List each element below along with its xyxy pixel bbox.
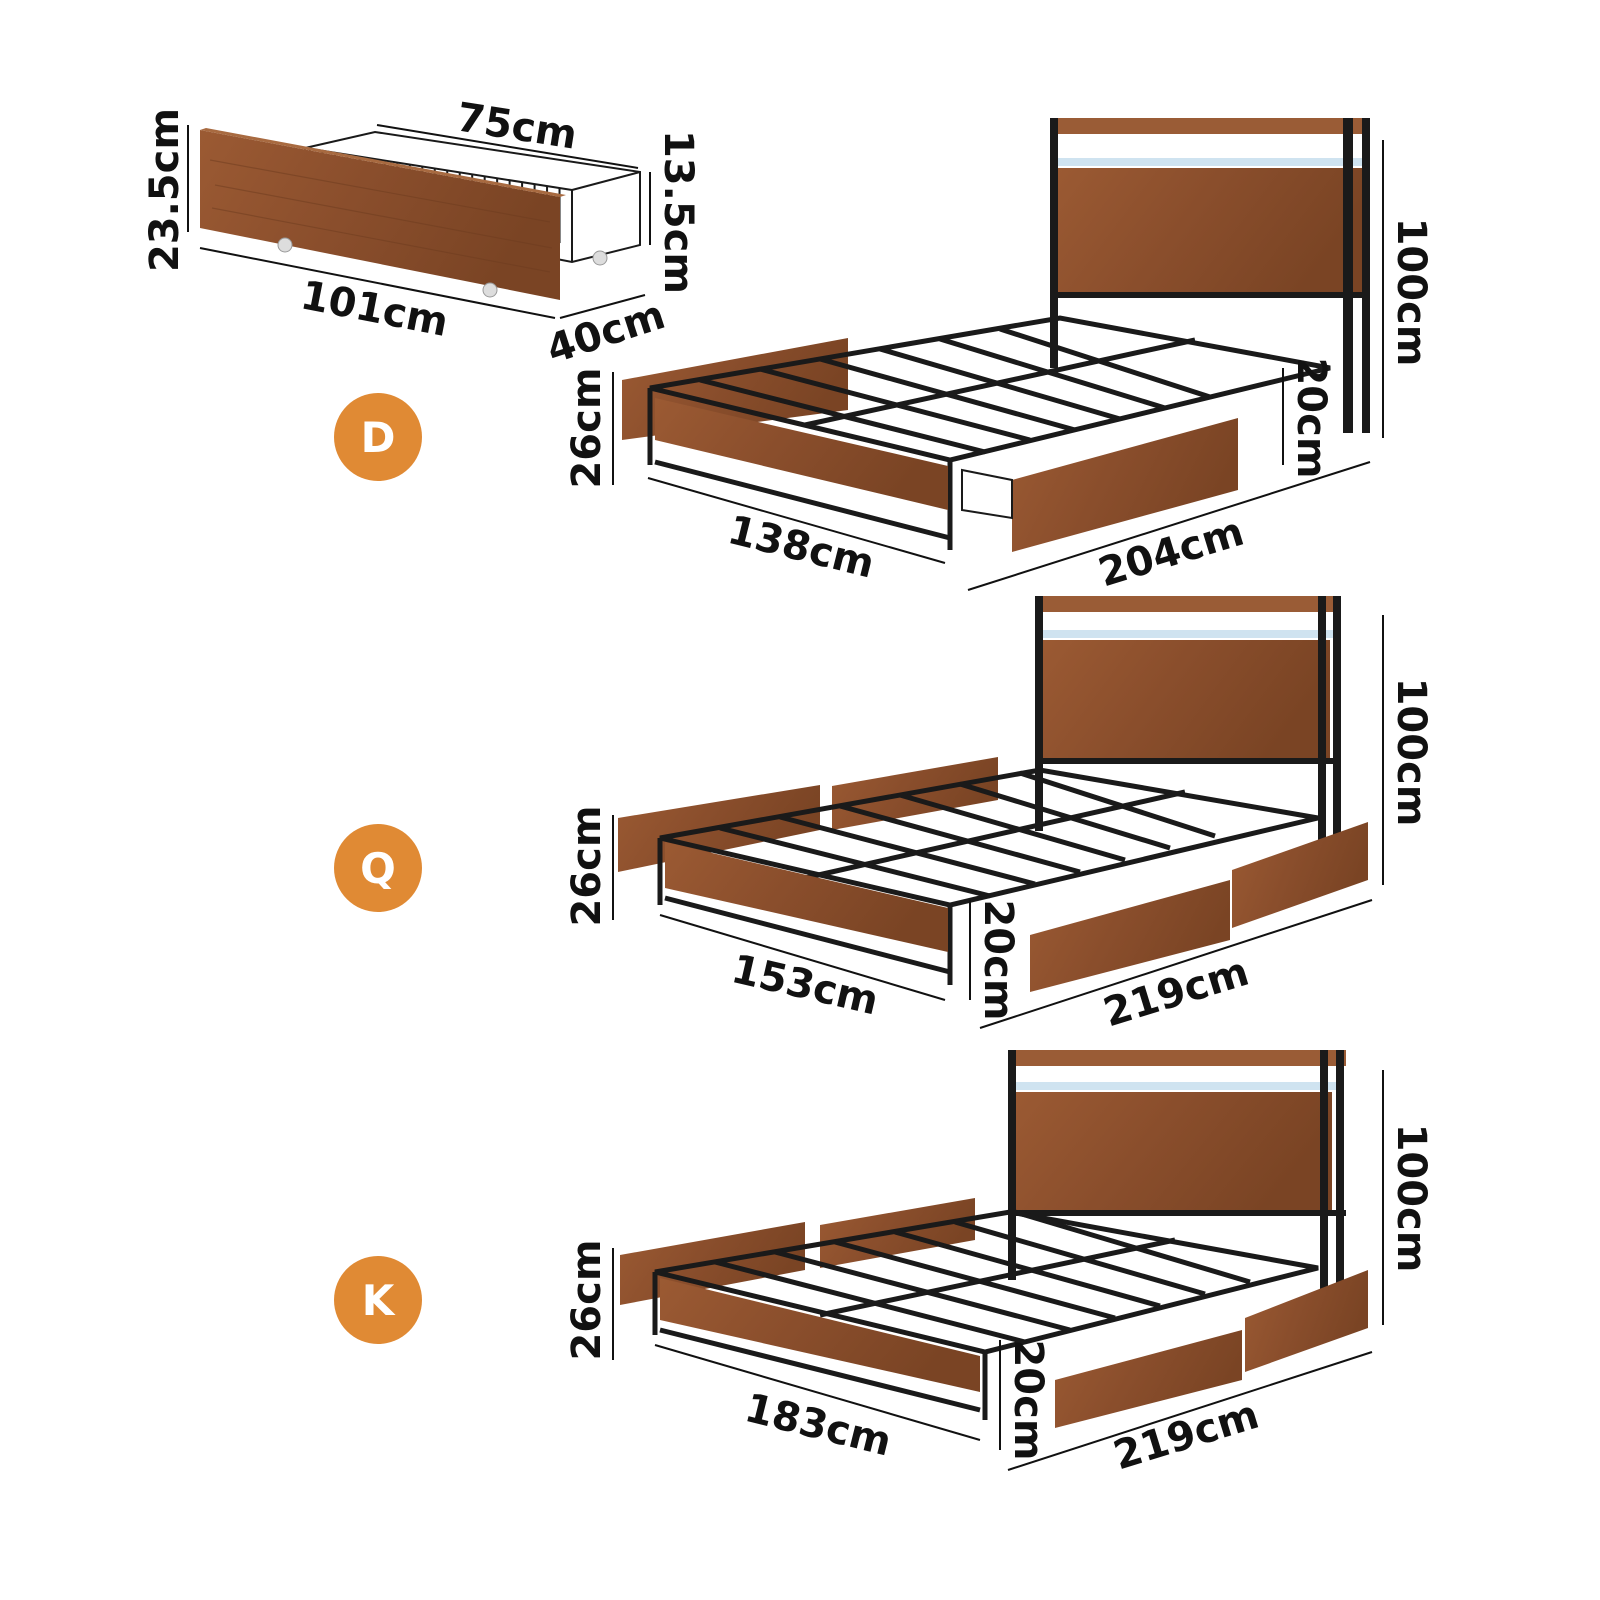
drawer-inner-height-label: 13.5cm (655, 130, 701, 294)
headboard-k (1008, 1050, 1346, 1305)
size-badge-q: Q (360, 844, 396, 893)
drawer-height-label: 23.5cm (142, 108, 188, 272)
bed-q-dimension-lines (612, 615, 1384, 1029)
bed-k-width-label: 183cm (740, 1385, 896, 1466)
bed-d (622, 118, 1370, 552)
bed-q (618, 596, 1368, 992)
size-badge-k-circle (334, 1256, 422, 1344)
headboard-q (1035, 596, 1341, 846)
bed-k-height-label: 26cm (564, 1239, 610, 1360)
bed-q-headboard-label: 100cm (1388, 678, 1434, 827)
drawer-front-width-label: 101cm (297, 272, 452, 346)
size-badge-d-circle (334, 393, 422, 481)
bed-d-headboard-label: 100cm (1388, 218, 1434, 367)
bed-d-width-label: 138cm (723, 507, 879, 588)
bed-d-dimension-lines (612, 140, 1384, 591)
headboard-d (1050, 118, 1370, 433)
bed-d-height-label: 26cm (564, 367, 610, 488)
size-badge-k: K (362, 1276, 396, 1325)
bed-k (620, 1050, 1368, 1428)
bed-q-height-label: 26cm (564, 805, 610, 926)
drawer-depth-label: 40cm (541, 292, 670, 373)
size-badge-d: D (361, 413, 396, 462)
bed-d-clearance-label: 20cm (1288, 357, 1334, 478)
size-badge-q-circle (334, 824, 422, 912)
drawer-length-label: 75cm (453, 94, 580, 158)
drawer-illustration (200, 128, 641, 300)
bed-k-clearance-label: 20cm (1005, 1339, 1051, 1460)
bed-q-clearance-label: 20cm (975, 899, 1021, 1020)
bed-k-dimension-lines (612, 1070, 1384, 1471)
drawer-dimension-lines (187, 124, 651, 319)
bed-k-headboard-label: 100cm (1388, 1124, 1434, 1273)
